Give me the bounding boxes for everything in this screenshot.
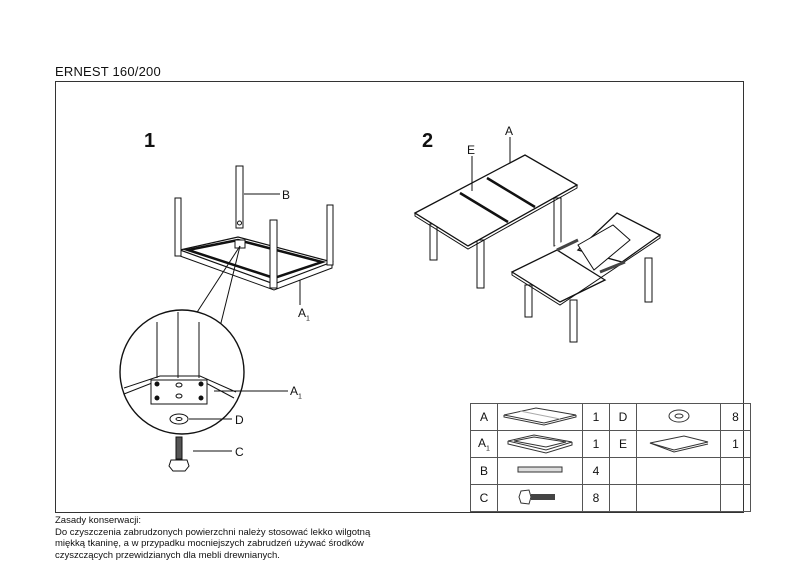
part-qty: 1 (582, 403, 610, 431)
care-line: Do czyszczenia zabrudzonych powierzchni … (55, 526, 371, 538)
label-a1-detail-sub: 1 (298, 393, 302, 401)
bolt-icon (497, 484, 583, 512)
part-code-letter: A (478, 435, 487, 450)
bolt-c-drawing (168, 436, 232, 472)
step-number-1: 1 (144, 130, 156, 152)
part-qty: 4 (582, 457, 610, 485)
label-a1-frame-sub: 1 (306, 315, 310, 323)
washer-icon (636, 403, 721, 431)
part-code: C (470, 484, 498, 512)
empty-cell (720, 484, 751, 512)
empty-cell (636, 484, 721, 512)
label-a1-frame-letter: A (298, 306, 307, 320)
part-code: A (470, 403, 498, 431)
step1-frame-drawing (174, 197, 334, 291)
label-a1-frame: A1 (298, 306, 310, 322)
parts-row: B 4 (470, 457, 751, 485)
step-number-2: 2 (422, 130, 434, 152)
parts-row: A1 1 E 1 (470, 430, 751, 458)
parts-row: A 1 D 8 (470, 403, 751, 431)
leg-b-drawing (235, 165, 280, 229)
tabletop-icon (497, 403, 583, 431)
care-line: czyszczących przewidzianych dla mebli dr… (55, 549, 280, 561)
parts-table: A 1 D 8 A1 1 E 1 B 4 C 8 (470, 403, 751, 512)
label-a1-detail: A1 (290, 384, 302, 400)
part-qty: 1 (720, 430, 751, 458)
step2-extended-table (413, 137, 579, 289)
label-c: C (235, 445, 244, 459)
washer-d-drawing (169, 413, 232, 425)
part-code: D (609, 403, 637, 431)
document-title: ERNEST 160/200 (55, 64, 161, 79)
label-b: B (282, 188, 291, 202)
label-a1-detail-letter: A (290, 384, 299, 398)
instruction-frame (55, 81, 744, 513)
part-code: E (609, 430, 637, 458)
part-qty: 8 (720, 403, 751, 431)
empty-cell (609, 484, 637, 512)
care-heading: Zasady konserwacji: (55, 515, 142, 526)
step2-opening-table (510, 212, 662, 343)
extension-leaf-icon (636, 430, 721, 458)
label-d: D (235, 413, 244, 427)
empty-cell (609, 457, 637, 485)
detail-circle (119, 309, 288, 435)
frame-icon (497, 430, 583, 458)
part-qty: 8 (582, 484, 610, 512)
leg-icon (497, 457, 583, 485)
part-code: A1 (470, 430, 498, 458)
part-qty: 1 (582, 430, 610, 458)
parts-row: C 8 (470, 484, 751, 512)
label-e: E (467, 143, 476, 157)
care-instructions: Zasady konserwacji: Do czyszczenia zabru… (55, 515, 395, 561)
part-code: B (470, 457, 498, 485)
empty-cell (720, 457, 751, 485)
part-code-sub: 1 (486, 445, 490, 453)
empty-cell (636, 457, 721, 485)
label-a: A (505, 124, 514, 138)
care-line: miękką tkaninę, a w przypadku mocniejszy… (55, 538, 364, 549)
